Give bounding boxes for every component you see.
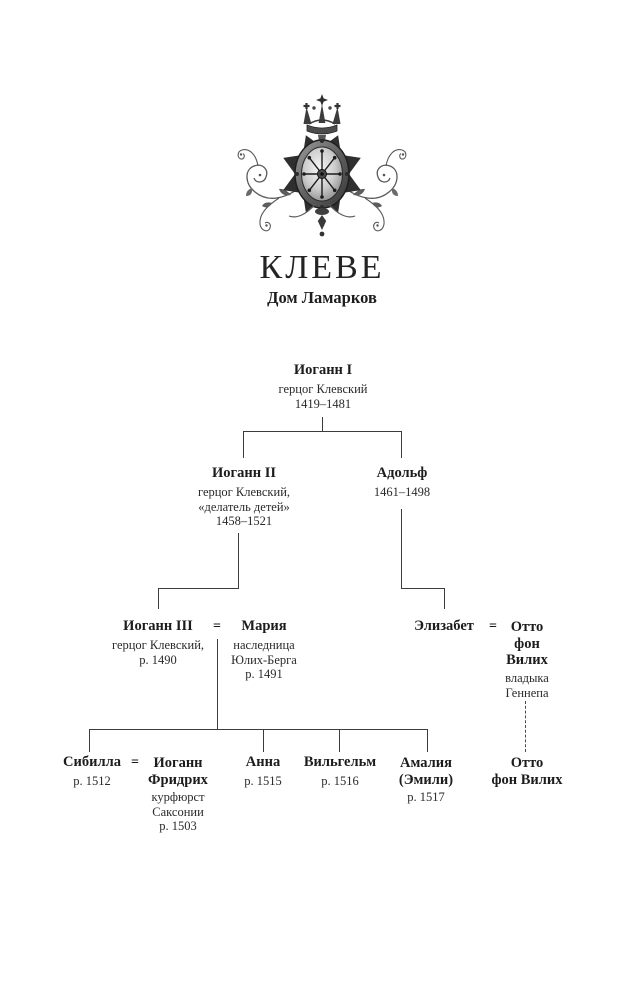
- person-otto-von-vilih-jr: Отто фон Вилих: [491, 755, 562, 788]
- person-name: фон Вилих: [491, 771, 563, 788]
- wheel-icon: [302, 149, 342, 199]
- person-name: Вилих: [506, 652, 548, 668]
- person-elizabet: Элизабет: [414, 619, 474, 634]
- connector-adolf-down: [401, 509, 402, 588]
- marriage-equals-sibilla-fridrih: =: [131, 755, 139, 770]
- connector-elizabet-elbow: [401, 588, 444, 589]
- cleves-crest-icon: [237, 94, 407, 237]
- person-dates: р. 1491: [245, 667, 283, 681]
- person-name: Адольф: [376, 465, 428, 481]
- person-dates: р. 1490: [139, 652, 177, 667]
- house-subtitle: Дом Ламарков: [267, 288, 377, 307]
- connector-iogann2-down: [238, 533, 239, 588]
- person-anna: Анна р. 1515: [244, 755, 282, 789]
- person-name: Отто: [510, 619, 544, 635]
- person-name: Элизабет: [414, 618, 474, 634]
- person-detail: «делатель детей»: [198, 499, 290, 514]
- person-amalia: Амалия (Эмили) р. 1517: [399, 755, 453, 805]
- person-sibilla: Сибилла р. 1512: [63, 755, 121, 789]
- marriage-equals-iogann3-maria: =: [213, 619, 221, 634]
- person-detail: владыка: [505, 670, 549, 685]
- person-vilgelm: Вильгельм р. 1516: [304, 755, 376, 789]
- person-name: (Эмили): [398, 771, 454, 788]
- connector-sibilla-tick: [89, 729, 90, 752]
- person-iogann1: Иоганн I герцог Клевский 1419–1481: [279, 363, 368, 411]
- pendant-icon: [288, 203, 356, 237]
- person-dates: р. 1503: [159, 819, 197, 833]
- person-iogann-fridrih: Иоганн Фридрих курфюрст Саксонии р. 1503: [148, 755, 208, 834]
- connector-amalia-tick: [427, 729, 428, 752]
- person-dates: 1458–1521: [215, 514, 273, 528]
- person-maria: Мария наследница Юлих-Берга р. 1491: [231, 619, 297, 682]
- person-detail: герцог Клевский: [278, 382, 368, 396]
- person-name: Анна: [245, 754, 281, 770]
- person-otto-von-vilih: Отто фон Вилих владыка Геннепа: [505, 619, 549, 701]
- marriage-equals-elizabet-otto: =: [489, 619, 497, 634]
- person-name: Иоганн: [153, 755, 203, 771]
- person-iogann2: Иоганн II герцог Клевский, «делатель дет…: [198, 466, 290, 529]
- person-dates: р. 1517: [407, 790, 445, 804]
- connector-iogann1-stub: [322, 417, 323, 431]
- connector-marriage-down: [217, 639, 218, 729]
- person-dates: 1419–1481: [294, 396, 352, 411]
- connector-otto-jr-dashed: [525, 701, 526, 752]
- person-dates: 1461–1498: [373, 485, 431, 499]
- person-name: Амалия: [400, 755, 452, 771]
- person-name: Фридрих: [148, 771, 208, 788]
- connector-anna-tick: [263, 729, 264, 752]
- person-adolf: Адольф 1461–1498: [374, 466, 430, 500]
- person-name: Отто: [510, 755, 544, 771]
- person-name: Сибилла: [63, 754, 121, 770]
- person-name: Иоганн II: [212, 465, 276, 481]
- connector-gen4-bar: [89, 729, 427, 730]
- crown-icon: [303, 94, 341, 144]
- person-name: фон: [514, 635, 540, 652]
- person-name: Вильгельм: [303, 754, 377, 770]
- person-detail: Юлих-Берга: [231, 652, 297, 667]
- person-detail: Геннепа: [505, 685, 549, 700]
- person-detail: Саксонии: [152, 804, 204, 819]
- person-dates: р. 1516: [321, 774, 359, 788]
- person-name: Иоганн III: [123, 618, 193, 634]
- person-dates: р. 1512: [73, 774, 111, 788]
- connector-elizabet-tick: [444, 588, 445, 609]
- person-detail: герцог Клевский,: [197, 485, 291, 499]
- person-name: Мария: [241, 618, 287, 634]
- person-detail: курфюрст: [151, 790, 205, 804]
- connector-iogann3-tick: [158, 588, 159, 609]
- person-iogann3: Иоганн III герцог Клевский, р. 1490: [112, 619, 204, 667]
- connector-gen2-bar: [243, 431, 401, 432]
- person-detail: герцог Клевский,: [111, 638, 205, 652]
- connector-iogann3-elbow: [158, 588, 239, 589]
- connector-adolf-drop: [401, 431, 402, 458]
- person-dates: р. 1515: [244, 774, 282, 788]
- person-name: Иоганн I: [293, 362, 353, 378]
- connector-iogann2-drop: [243, 431, 244, 458]
- house-title: КЛЕВЕ: [259, 249, 385, 286]
- connector-vilgelm-tick: [339, 729, 340, 752]
- person-detail: наследница: [233, 638, 295, 652]
